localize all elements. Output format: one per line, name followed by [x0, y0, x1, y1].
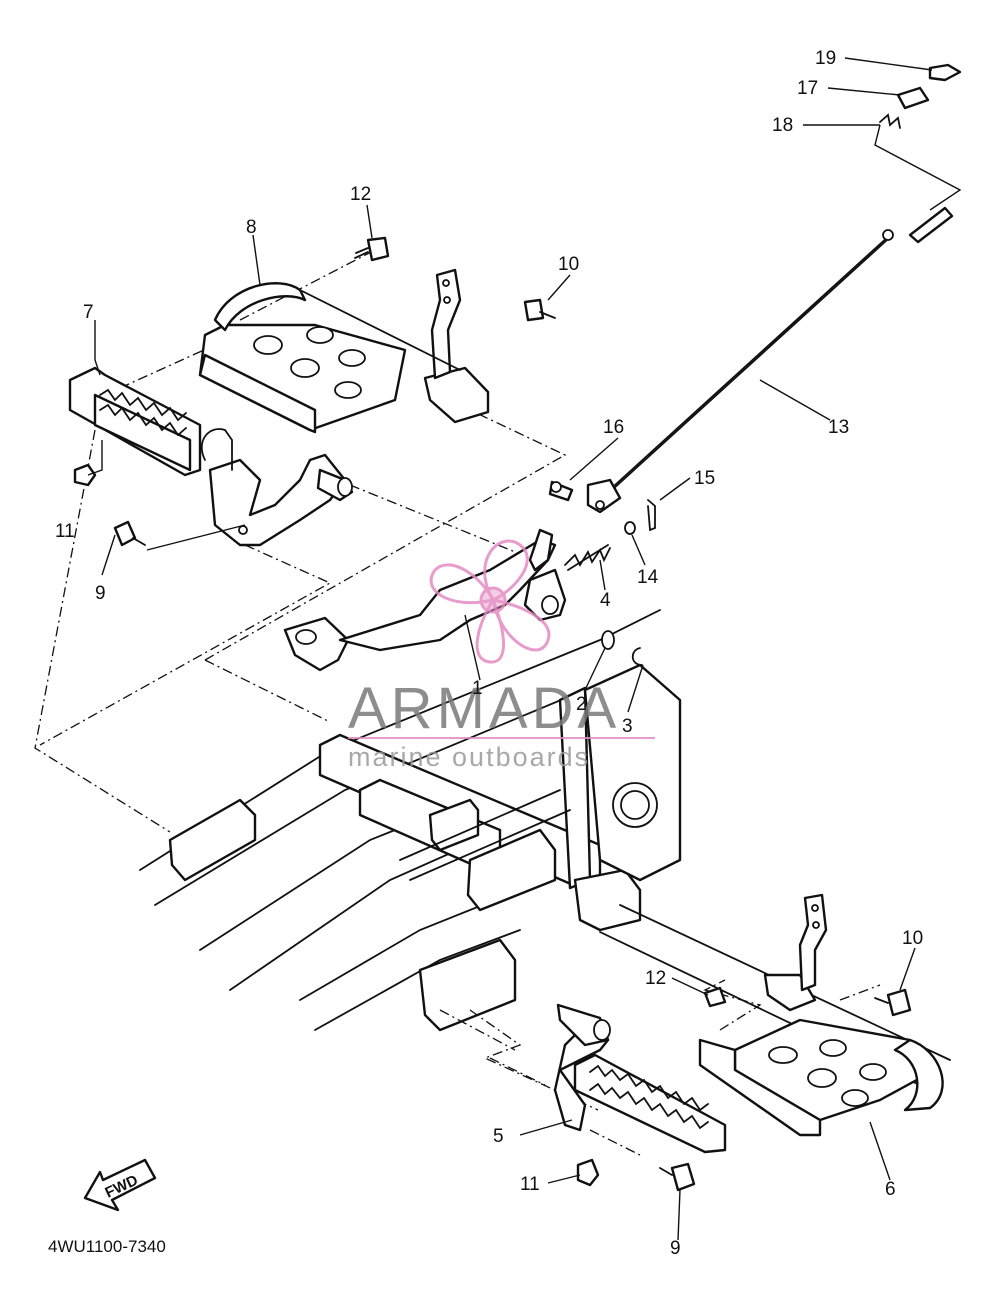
callout-9-upper: 9 [95, 583, 106, 604]
small-parts [73, 63, 962, 1192]
callout-11-upper: 11 [55, 521, 75, 542]
leader-lines [87, 57, 962, 1241]
step-bracket-6 [698, 893, 944, 1137]
watermark-title: ARMADA [348, 676, 620, 741]
callout-labels: 7 8 12 10 19 17 18 13 16 15 14 4 1 2 3 1… [55, 48, 923, 1259]
step-bracket-8 [198, 268, 490, 434]
callout-12-lower: 12 [645, 968, 666, 989]
fwd-arrow-icon: FWD [83, 1158, 157, 1212]
callout-11-lower: 11 [520, 1174, 540, 1195]
brake-cable-13 [586, 206, 954, 514]
callout-2: 2 [576, 694, 587, 715]
watermark-logo: ARMADA marine outboards [348, 539, 655, 772]
callout-12-upper: 12 [350, 184, 371, 205]
callout-4: 4 [600, 590, 611, 611]
callout-5: 5 [493, 1126, 504, 1147]
callout-7: 7 [83, 302, 94, 323]
brake-pedal-1 [283, 528, 567, 672]
watermark-subtitle: marine outboards [348, 742, 590, 772]
diagram-code: 4WU1100-7340 [48, 1237, 166, 1256]
assembly-lines [34, 249, 881, 1156]
callout-10-lower: 10 [902, 928, 923, 949]
callout-15: 15 [694, 468, 715, 489]
callout-17: 17 [797, 78, 818, 99]
callout-10-upper: 10 [558, 254, 579, 275]
callout-19: 19 [815, 48, 836, 69]
callout-6: 6 [885, 1179, 896, 1200]
frame [139, 609, 951, 1091]
callout-18: 18 [772, 115, 793, 136]
propeller-logo-icon [429, 539, 551, 664]
footpeg-7 [68, 366, 354, 547]
callout-16: 16 [603, 417, 624, 438]
callout-14: 14 [637, 567, 659, 588]
callout-3: 3 [622, 716, 633, 737]
callout-13: 13 [828, 417, 849, 438]
footpeg-5 [553, 1003, 727, 1154]
callout-8: 8 [246, 217, 257, 238]
callout-1: 1 [472, 678, 483, 699]
callout-9-lower: 9 [670, 1238, 681, 1259]
